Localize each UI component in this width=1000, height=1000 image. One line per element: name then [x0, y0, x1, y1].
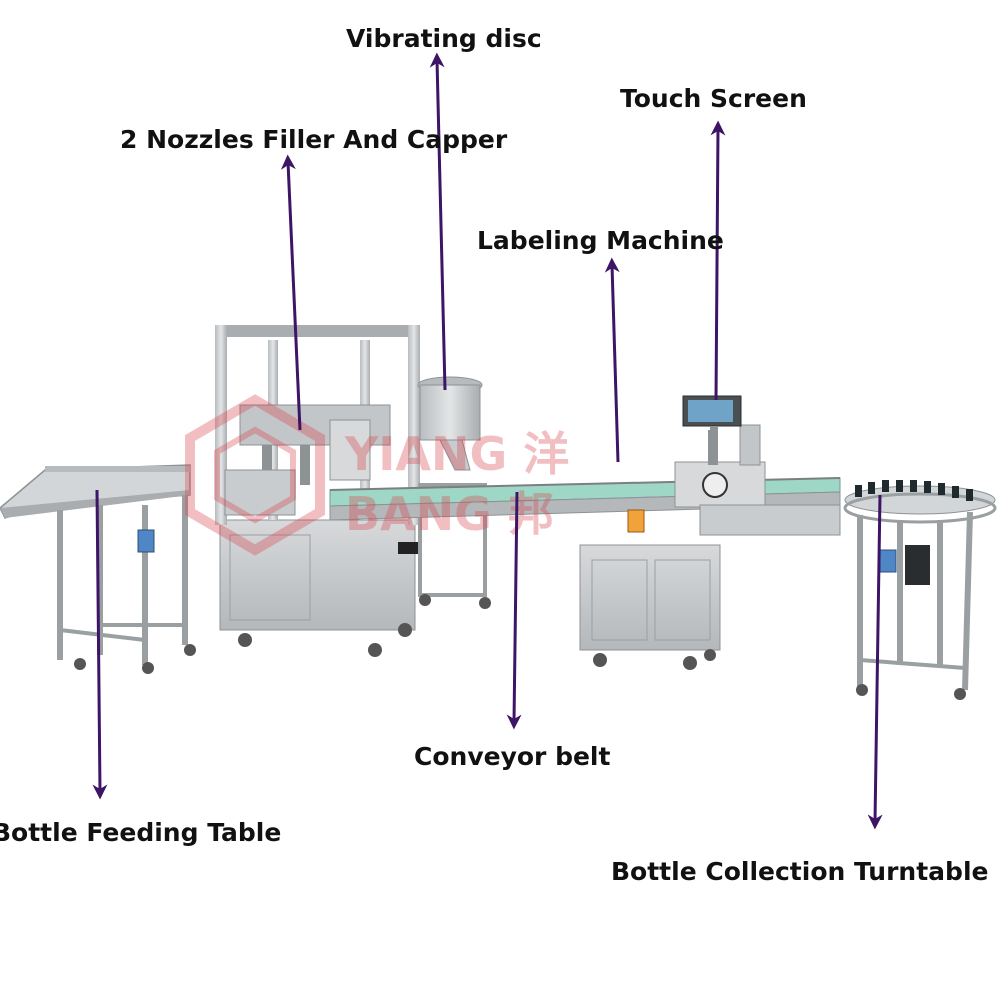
- filler-capper-machine: [215, 325, 420, 657]
- watermark-logo: YIANG 洋 BANG 邦: [185, 394, 569, 556]
- arrow-collection-turntable: [867, 494, 883, 830]
- label-vibrating-disc: Vibrating disc: [346, 24, 542, 53]
- label-labeling-machine: Labeling Machine: [477, 226, 724, 255]
- arrow-conveyor-belt: [506, 491, 522, 730]
- bottle-feeding-table: [0, 464, 196, 674]
- arrow-labeling-machine: [604, 257, 620, 463]
- label-touch-screen: Touch Screen: [620, 84, 807, 113]
- arrow-filler-capper: [280, 154, 302, 431]
- arrow-feeding-table: [92, 489, 108, 800]
- touch-screen: [682, 395, 742, 436]
- label-feeding-table: Bottle Feeding Table: [0, 818, 282, 847]
- watermark-line2: BANG 邦: [345, 487, 554, 541]
- arrow-touch-screen: [710, 120, 726, 401]
- callout-arrows: [92, 52, 883, 830]
- vibrating-disc: [417, 376, 491, 609]
- bottle-collection-turntable: [843, 480, 997, 700]
- watermark-line1: YIANG 洋: [344, 427, 569, 481]
- label-conveyor-belt: Conveyor belt: [414, 742, 611, 771]
- label-filler-capper: 2 Nozzles Filler And Capper: [120, 125, 508, 154]
- labeling-machine: [579, 424, 841, 670]
- label-collection-turntable: Bottle Collection Turntable: [611, 857, 989, 886]
- arrow-vibrating-disc: [429, 52, 447, 391]
